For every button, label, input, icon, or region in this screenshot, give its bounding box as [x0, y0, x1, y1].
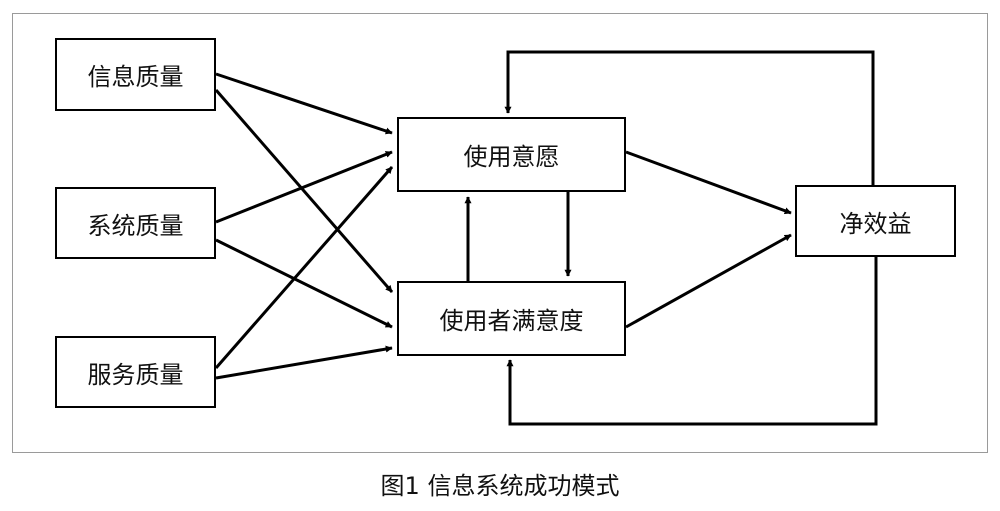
arrow-system-to-intention — [215, 150, 393, 224]
arrow-info-to-satisfaction — [214, 89, 394, 293]
node-intention-to-use: 使用意愿 — [397, 117, 626, 192]
arrow-info-to-intention — [215, 72, 393, 135]
arrow-intention-to-benefits — [625, 150, 792, 215]
node-user-satisfaction: 使用者满意度 — [397, 281, 626, 356]
feedback-benefits-to-intention — [504, 50, 875, 185]
node-net-benefits: 净效益 — [795, 185, 956, 257]
arrow-service-to-satisfaction — [215, 345, 393, 380]
node-info-quality: 信息质量 — [55, 38, 216, 111]
node-service-quality: 服务质量 — [55, 336, 216, 408]
arrow-satisfaction-to-benefits — [625, 233, 792, 329]
figure-caption: 图1 信息系统成功模式 — [380, 472, 620, 500]
node-system-quality: 系统质量 — [55, 187, 216, 259]
arrow-system-to-satisfaction — [215, 238, 393, 329]
feedback-benefits-to-satisfaction — [506, 257, 878, 426]
arrow-service-to-intention — [214, 166, 394, 369]
